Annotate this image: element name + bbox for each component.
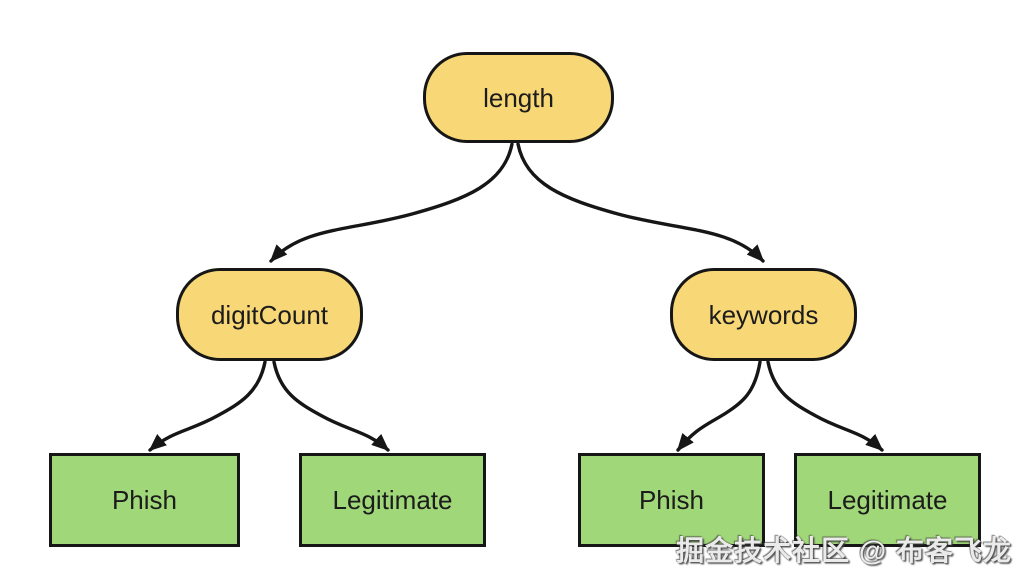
tree-leaf-legitimate-2: Legitimate [794, 453, 981, 547]
edge-length-digitcount [269, 142, 514, 263]
tree-node-length-label: length [483, 82, 554, 113]
tree-node-digitcount: digitCount [176, 268, 363, 361]
tree-leaf-phish-2-label: Phish [638, 485, 705, 515]
tree-leaf-legitimate-1: Legitimate [299, 453, 486, 547]
tree-leaf-phish-1: Phish [49, 453, 240, 547]
edge-digitcount-legitimate [272, 360, 390, 452]
edge-digitcount-phish [148, 360, 267, 452]
edge-length-keywords [516, 142, 765, 263]
edge-keywords-legitimate [766, 360, 884, 452]
tree-node-length: length [423, 52, 614, 143]
tree-node-keywords: keywords [670, 268, 857, 361]
tree-leaf-legitimate-1-label: Legitimate [332, 485, 453, 515]
tree-node-keywords-label: keywords [708, 299, 819, 330]
tree-node-digitcount-label: digitCount [210, 299, 329, 330]
edge-keywords-phish [676, 360, 762, 452]
tree-leaf-legitimate-2-label: Legitimate [827, 485, 948, 515]
tree-leaf-phish-2: Phish [578, 453, 765, 547]
tree-leaf-phish-1-label: Phish [111, 485, 178, 515]
